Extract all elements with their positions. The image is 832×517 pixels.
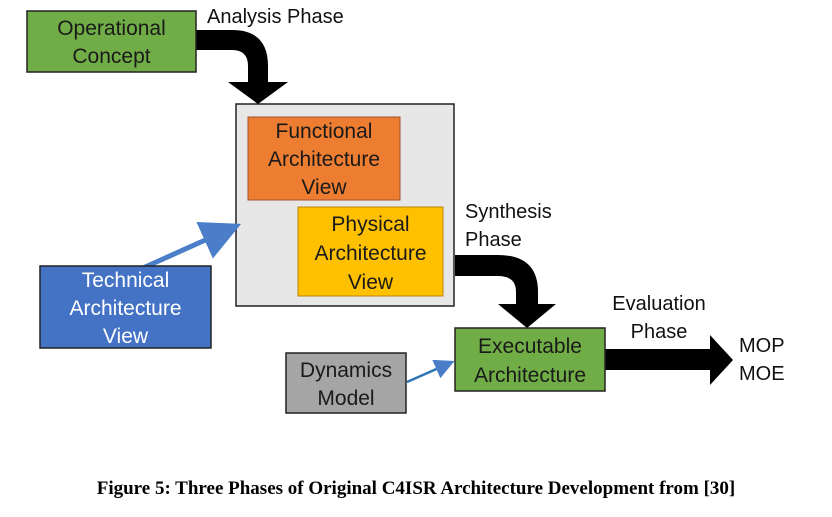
evaluation-phase-label-line-2: Phase	[631, 321, 688, 343]
output-mop: MOP	[739, 335, 785, 357]
output-moe: MOE	[739, 363, 785, 385]
technical-view-line-1: Technical	[82, 269, 170, 292]
physical-view-line-1: Physical	[331, 213, 409, 236]
analysis-phase-label: Analysis Phase	[207, 6, 344, 28]
svg-text:Functional: Functional	[276, 120, 373, 143]
physical-architecture-view-box: Physical Architecture View	[297, 206, 444, 297]
technical-view-line-3: View	[103, 325, 149, 348]
svg-text:View: View	[348, 271, 394, 294]
dynamics-model-line-1: Dynamics	[300, 359, 392, 382]
analysis-phase-arrow	[196, 30, 288, 104]
physical-view-line-2: Architecture	[314, 242, 426, 265]
svg-text:Technical: Technical	[82, 269, 170, 292]
svg-text:Physical: Physical	[331, 213, 409, 236]
operational-concept-line-1: Operational	[57, 17, 166, 40]
svg-text:View: View	[301, 176, 347, 199]
technical-architecture-view-box: Technical Architecture View	[39, 265, 212, 349]
svg-text:Architecture: Architecture	[268, 148, 380, 171]
functional-view-line-2: Architecture	[268, 148, 380, 171]
functional-view-line-1: Functional	[276, 120, 373, 143]
synthesis-phase-label-line-2: Phase	[465, 229, 522, 251]
synthesis-phase-arrow	[455, 255, 556, 328]
figure-caption: Figure 5: Three Phases of Original C4ISR…	[96, 478, 736, 499]
svg-text:View: View	[103, 325, 149, 348]
evaluation-phase-label-line-1: Evaluation	[612, 293, 705, 315]
dynamics-model-box: Dynamics Model	[285, 352, 407, 414]
svg-text:Architecture: Architecture	[474, 364, 586, 387]
svg-text:Dynamics: Dynamics	[300, 359, 392, 382]
executable-line-2: Architecture	[474, 364, 586, 387]
technical-to-container-arrow	[141, 222, 242, 271]
svg-text:Executable: Executable	[478, 335, 582, 358]
functional-view-line-3: View	[301, 176, 347, 199]
physical-view-line-3: View	[348, 271, 394, 294]
executable-line-1: Executable	[478, 335, 582, 358]
functional-architecture-view-box: Functional Architecture View	[247, 116, 401, 201]
evaluation-phase-arrow	[605, 335, 733, 385]
c4isr-phases-diagram: Operational Concept Analysis Phase Funct…	[26, 6, 785, 414]
svg-text:Architecture: Architecture	[69, 297, 181, 320]
synthesis-phase-label-line-1: Synthesis	[465, 201, 552, 223]
executable-architecture-box: Executable Architecture	[454, 327, 606, 392]
technical-view-line-2: Architecture	[69, 297, 181, 320]
svg-text:Model: Model	[317, 387, 374, 410]
svg-text:Architecture: Architecture	[314, 242, 426, 265]
dynamics-to-executable-arrow	[406, 359, 455, 384]
operational-concept-line-2: Concept	[72, 45, 150, 68]
dynamics-model-line-2: Model	[317, 387, 374, 410]
svg-text:Concept: Concept	[72, 45, 150, 68]
operational-concept-box: Operational Concept	[26, 10, 197, 73]
svg-text:Operational: Operational	[57, 17, 166, 40]
